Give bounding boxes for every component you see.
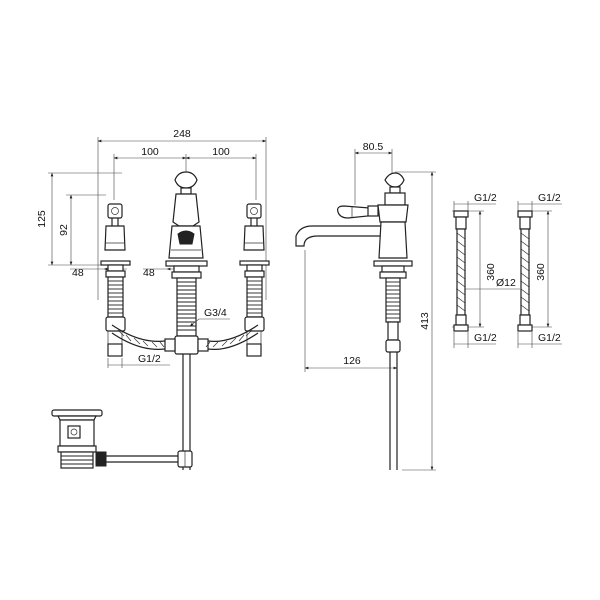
label-overall-width: 248 bbox=[173, 128, 191, 140]
dim-overall-width: 248 bbox=[97, 128, 267, 300]
dim-heights: 125 92 bbox=[36, 172, 122, 266]
label-handle-offset: 80.5 bbox=[363, 141, 384, 153]
dim-handle-offset: 80.5 bbox=[354, 141, 393, 205]
label-hose-a-diameter: Ø12 bbox=[496, 277, 516, 289]
hot-valve-icon bbox=[104, 203, 126, 251]
connector-hoses bbox=[111, 324, 259, 351]
hose-b-icon bbox=[517, 210, 533, 332]
cold-valve-icon bbox=[243, 203, 265, 251]
label-thread-outlet: G3/4 bbox=[204, 307, 227, 319]
label-spout-reach: 126 bbox=[343, 355, 361, 367]
label-thread-inlet: G1/2 bbox=[138, 353, 161, 365]
label-dia-left: 48 bbox=[72, 267, 84, 279]
label-hose-b-thread-top: G1/2 bbox=[538, 192, 561, 204]
label-height-handle: 92 bbox=[58, 224, 70, 236]
label-hose-a-thread-bottom: G1/2 bbox=[474, 332, 497, 344]
right-valve bbox=[239, 203, 270, 357]
front-view: 248 100 100 125 92 48 bbox=[36, 128, 270, 470]
dim-total-height: 413 bbox=[395, 171, 436, 471]
label-hose-a-thread-top: G1/2 bbox=[474, 192, 497, 204]
waste-icon bbox=[51, 409, 103, 469]
hose-b: 360 G1/2 G1/2 bbox=[517, 192, 562, 348]
label-hose-b-length: 360 bbox=[535, 263, 547, 281]
spout-icon bbox=[168, 171, 204, 259]
waste-assembly bbox=[51, 409, 193, 469]
label-spacing-right: 100 bbox=[212, 146, 230, 158]
dim-spacing: 100 100 bbox=[113, 146, 257, 200]
center-spout: G3/4 bbox=[164, 171, 230, 470]
label-dia-center: 48 bbox=[143, 267, 155, 279]
label-height-overall: 125 bbox=[36, 210, 48, 228]
hose-icon bbox=[453, 210, 469, 332]
dim-thread-inlet: G1/2 bbox=[107, 353, 170, 368]
label-total-height: 413 bbox=[419, 312, 431, 330]
left-valve bbox=[100, 203, 131, 357]
dim-spout-reach: 126 bbox=[304, 250, 398, 372]
hose-a: 360 G1/2 G1/2 Ø12 bbox=[452, 192, 520, 348]
label-hose-b-thread-bottom: G1/2 bbox=[538, 332, 561, 344]
label-hose-a-length: 360 bbox=[485, 263, 497, 281]
side-view: 80.5 413 126 bbox=[295, 141, 436, 471]
label-spacing-left: 100 bbox=[141, 146, 159, 158]
